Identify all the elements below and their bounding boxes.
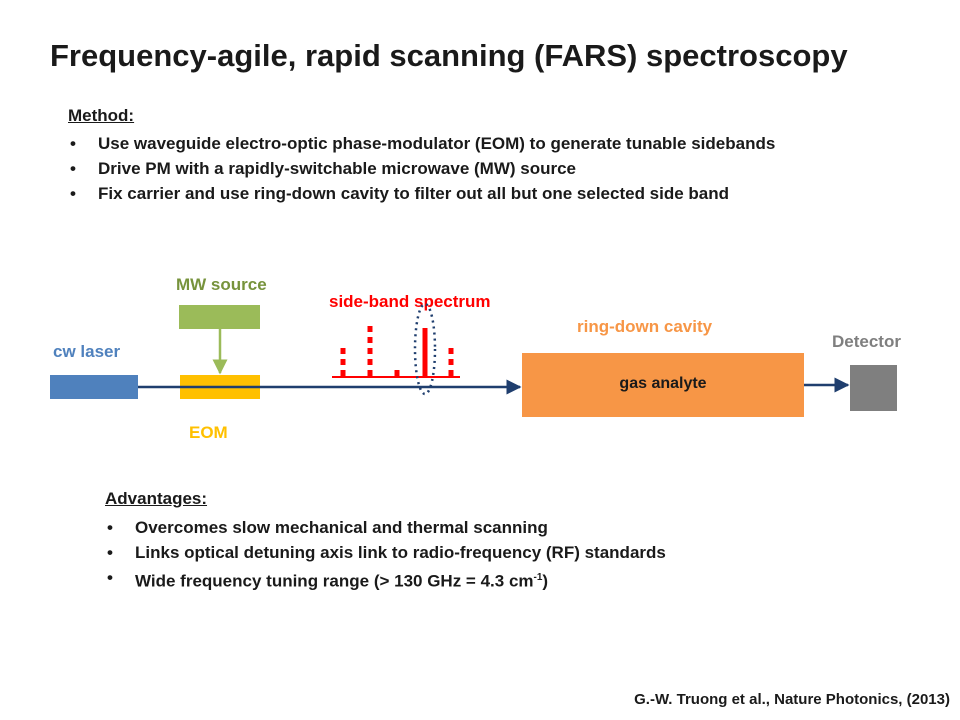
detector-box <box>850 365 897 411</box>
selected-sideband-ellipse <box>413 302 437 396</box>
advantage-item-text: Wide frequency tuning range (> 130 GHz =… <box>135 571 534 591</box>
advantage-item: Overcomes slow mechanical and thermal sc… <box>105 515 666 540</box>
advantage-item: Links optical detuning axis link to radi… <box>105 540 666 565</box>
method-item: Drive PM with a rapidly-switchable micro… <box>68 156 775 181</box>
gas-analyte-label: gas analyte <box>619 375 707 392</box>
sideband-lines <box>340 326 454 376</box>
mw-source-box <box>179 305 260 329</box>
advantages-heading: Advantages: <box>105 489 208 508</box>
advantage-item: Wide frequency tuning range (> 130 GHz =… <box>105 565 666 594</box>
eom-label: EOM <box>189 423 228 442</box>
mw-source-label: MW source <box>176 275 267 294</box>
advantage-item-superscript: -1 <box>533 572 543 583</box>
sideband-spectrum-label: side-band spectrum <box>329 292 491 311</box>
ringdown-cavity-label: ring-down cavity <box>577 317 713 336</box>
cw-laser-box <box>50 375 138 399</box>
citation: G.-W. Truong et al., Nature Photonics, (… <box>634 691 950 708</box>
detector-label: Detector <box>832 332 901 351</box>
cw-laser-label: cw laser <box>53 342 121 361</box>
page-title: Frequency-agile, rapid scanning (FARS) s… <box>50 38 848 73</box>
method-heading: Method: <box>68 106 135 125</box>
method-item: Fix carrier and use ring-down cavity to … <box>68 181 775 206</box>
method-item: Use waveguide electro-optic phase-modula… <box>68 131 775 156</box>
method-list: Use waveguide electro-optic phase-modula… <box>68 131 775 206</box>
ringdown-cavity-box: gas analyte <box>522 353 804 417</box>
advantages-list: Overcomes slow mechanical and thermal sc… <box>105 515 666 594</box>
advantage-item-suffix: ) <box>542 571 549 591</box>
